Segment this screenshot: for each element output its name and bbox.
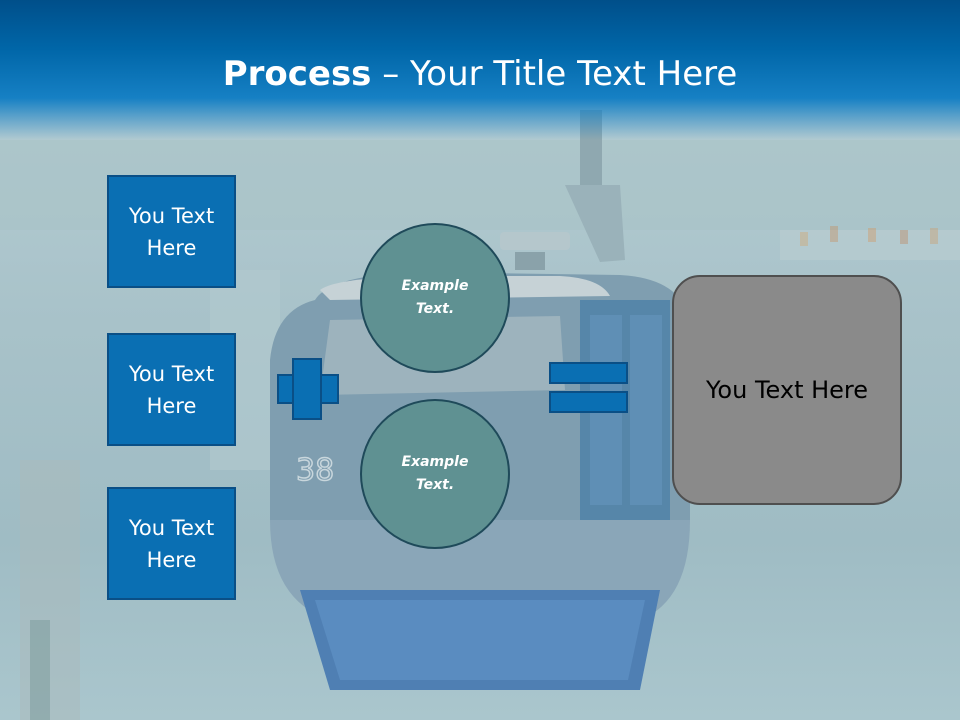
title-rest: – Your Title Text Here bbox=[371, 54, 738, 94]
text-box-2[interactable]: You Text Here bbox=[107, 333, 236, 446]
page-title: Process – Your Title Text Here bbox=[0, 52, 960, 96]
equals-icon-bottom bbox=[549, 391, 628, 413]
cabin-number: 38 bbox=[296, 453, 334, 488]
title-bar bbox=[0, 0, 960, 140]
text-box-3[interactable]: You Text Here bbox=[107, 487, 236, 600]
example-circle-2[interactable]: Example Text. bbox=[360, 399, 510, 549]
result-box[interactable]: You Text Here bbox=[672, 275, 902, 505]
example-circle-1[interactable]: Example Text. bbox=[360, 223, 510, 373]
plus-icon-center bbox=[294, 376, 320, 402]
equals-icon-top bbox=[549, 362, 628, 384]
title-bold: Process bbox=[222, 54, 372, 94]
text-box-1[interactable]: You Text Here bbox=[107, 175, 236, 288]
